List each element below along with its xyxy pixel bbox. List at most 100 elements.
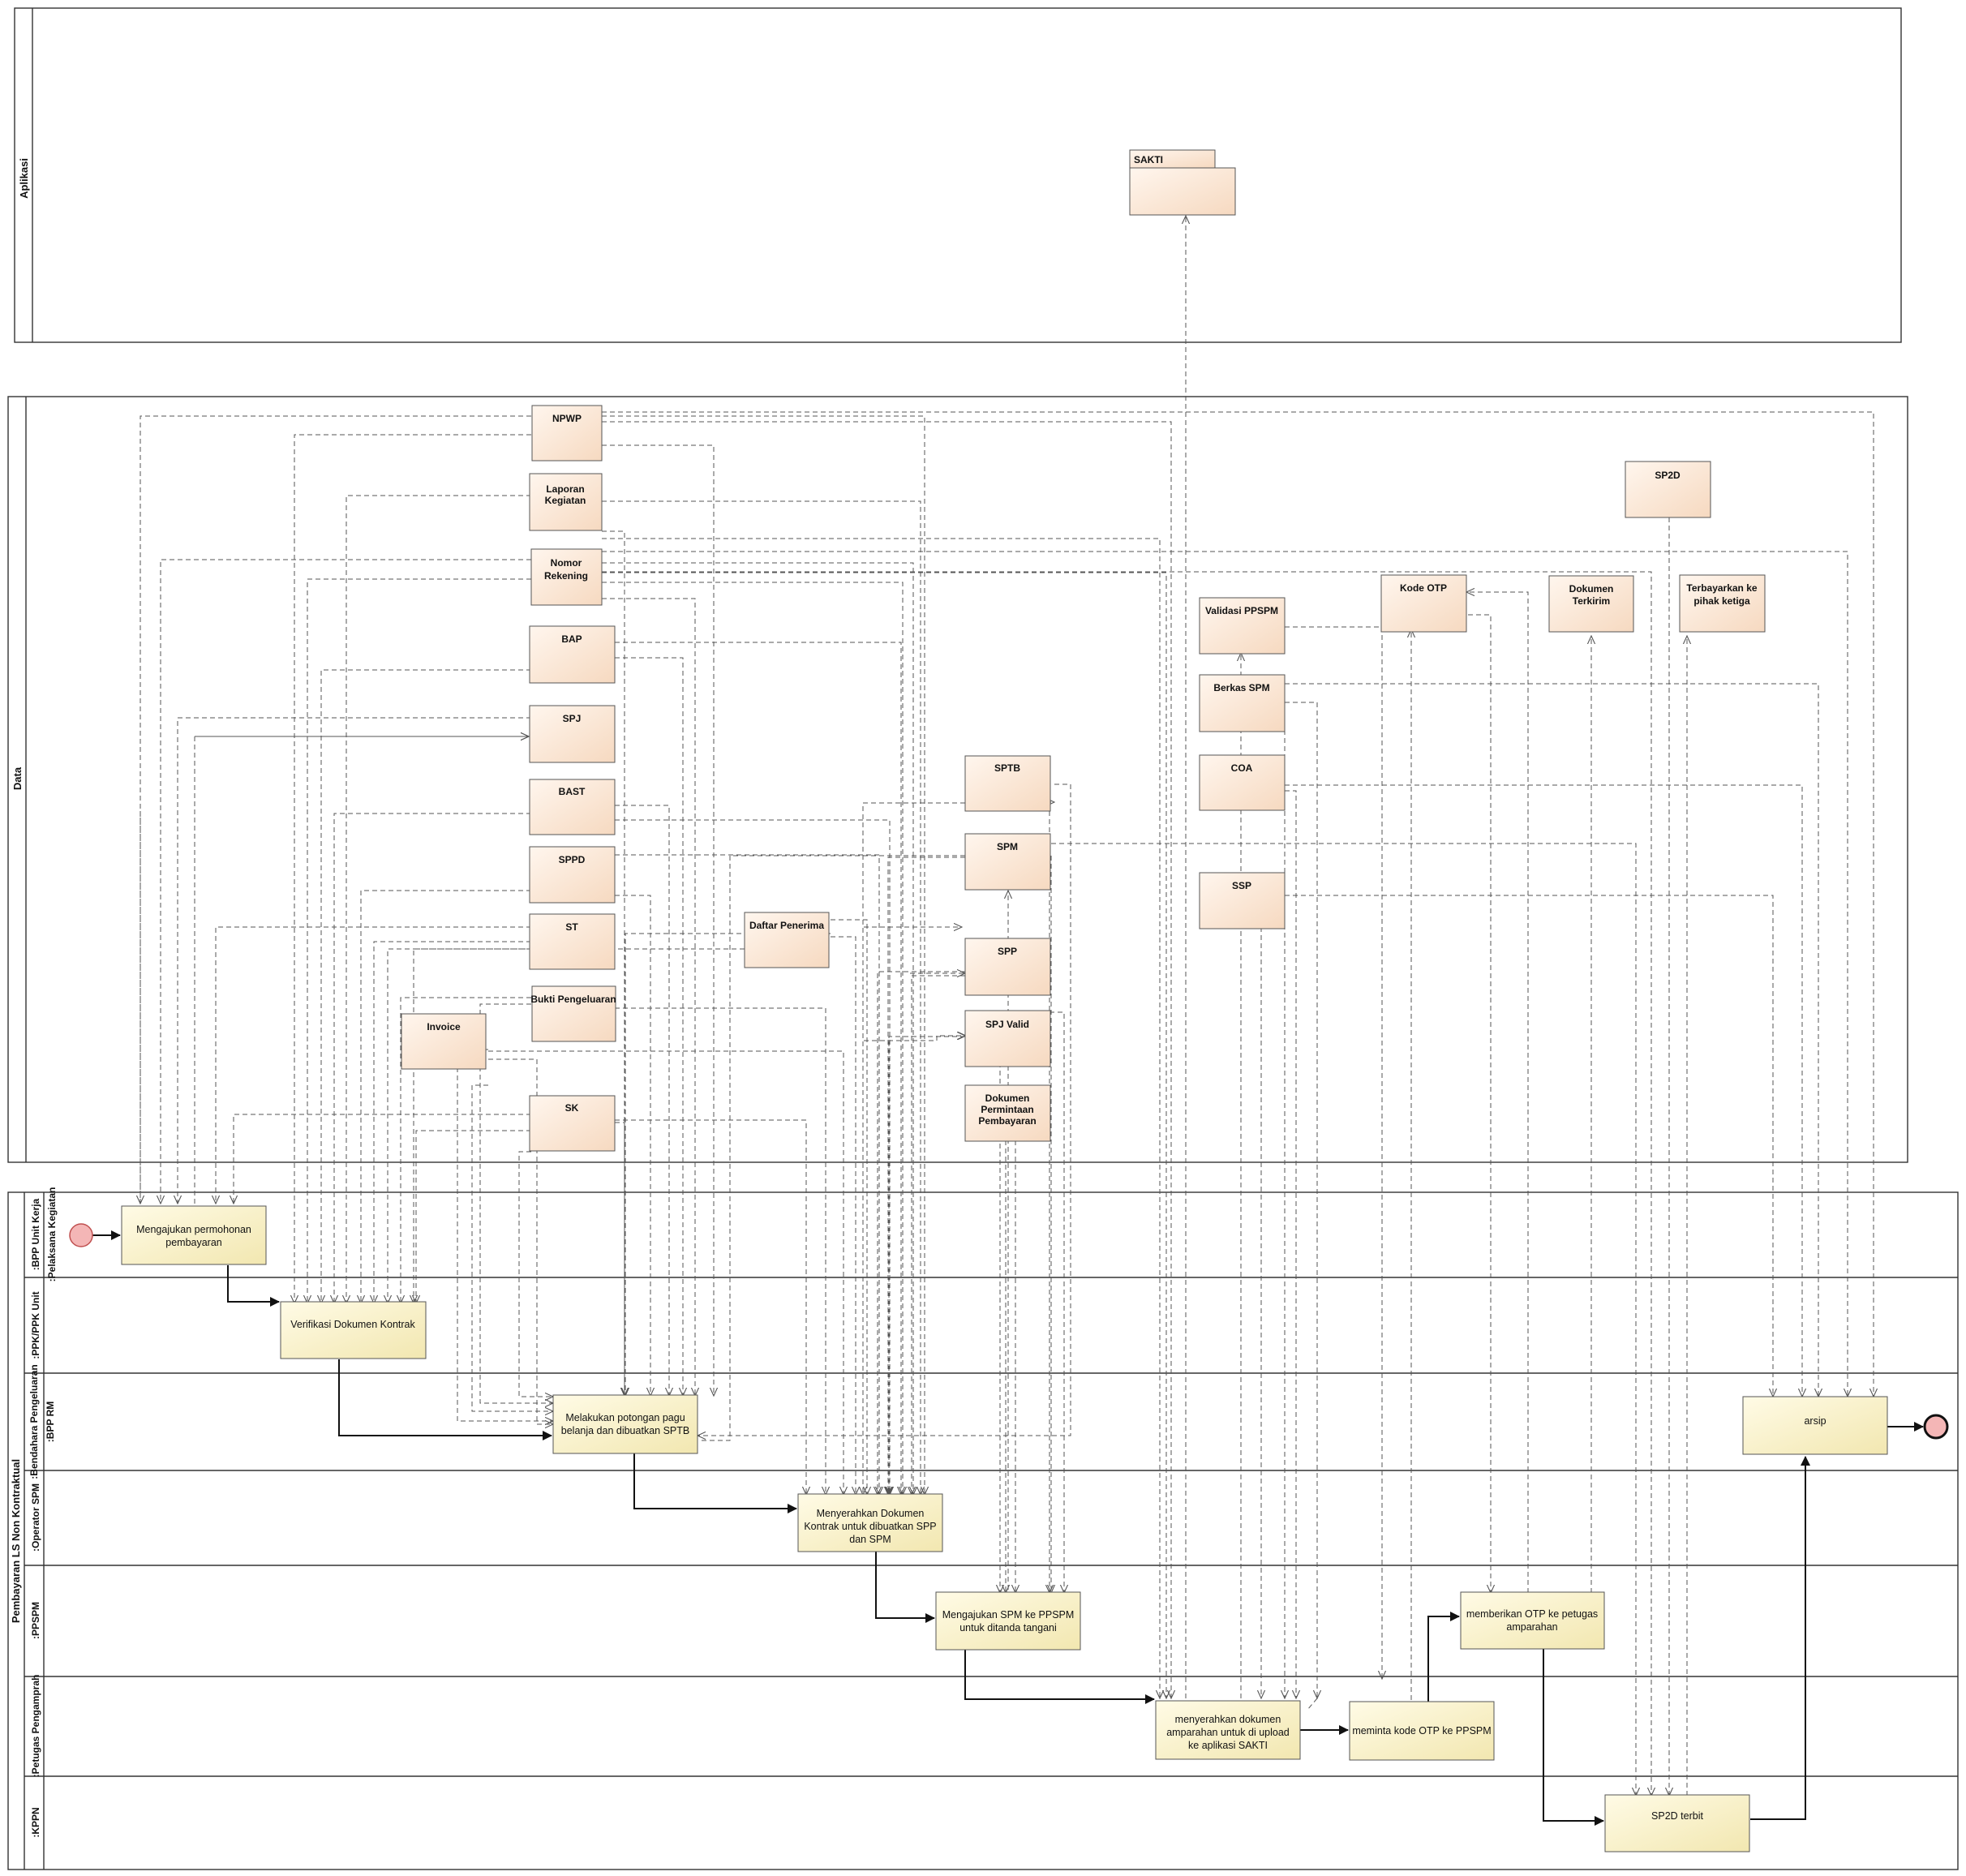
- artifact-terbayarkan-2: pihak ketiga: [1693, 595, 1750, 607]
- artifact-spj-valid-label: SPJ Valid: [985, 1019, 1029, 1030]
- activity-mengajukan-spm-line-1: Mengajukan SPM ke PPSPM: [942, 1609, 1075, 1621]
- artifact-nomor-label-1: Nomor: [551, 557, 582, 569]
- activity-verifikasi-dokumen[interactable]: Verifikasi Dokumen Kontrak: [280, 1301, 427, 1359]
- activity-sp2d-terbit[interactable]: SP2D terbit: [1604, 1794, 1750, 1852]
- artifact-sp2d-label: SP2D: [1655, 470, 1681, 481]
- artifact-spp-label: SPP: [998, 946, 1017, 957]
- artifact-invoice-label: Invoice: [427, 1021, 461, 1032]
- artifact-bukti-pengeluaran[interactable]: Bukti Pengeluaran: [530, 985, 616, 1042]
- artifact-coa[interactable]: COA: [1199, 754, 1286, 811]
- artifact-terbayarkan-1: Terbayarkan ke: [1686, 582, 1757, 594]
- artifact-sppd[interactable]: SPPD: [529, 846, 616, 904]
- activity-menyerahkan-amparahan[interactable]: menyerahkan dokumen amparahan untuk di u…: [1155, 1700, 1301, 1760]
- artifact-laporan-kegiatan[interactable]: Laporan Kegiatan: [529, 473, 603, 531]
- artifact-nomor-rekening[interactable]: Nomor Rekening: [530, 548, 603, 606]
- artifact-spj-valid[interactable]: SPJ Valid: [964, 1010, 1051, 1067]
- activity-melakukan-potongan[interactable]: Melakukan potongan pagu belanja dan dibu…: [552, 1394, 698, 1454]
- pool-aplikasi-label: Aplikasi: [18, 158, 30, 199]
- pool-process-label: Pembayaran LS Non Kontraktual: [10, 1459, 22, 1623]
- activity-meminta-otp[interactable]: meminta kode OTP ke PPSPM: [1349, 1701, 1495, 1761]
- lane-labels: :BPP Unit Kerja :Pelaksana Kegiatan :PPK…: [28, 1187, 58, 1838]
- artifact-spj-label: SPJ: [563, 713, 582, 724]
- artifact-dokumen-permintaan-2: Permintaan: [981, 1104, 1033, 1115]
- activity-sp2d-terbit-line-1: SP2D terbit: [1651, 1810, 1703, 1822]
- activity-amparahan-line-3: ke aplikasi SAKTI: [1188, 1740, 1268, 1751]
- artifact-berkas-spm[interactable]: Berkas SPM: [1199, 674, 1286, 732]
- artifact-sptb-label: SPTB: [994, 762, 1020, 774]
- artifact-st[interactable]: ST: [529, 913, 616, 970]
- lane-ppk-label: :PPK/PPK Unit: [30, 1291, 41, 1359]
- activity-menyerahkan-line-3: dan SPM: [849, 1534, 891, 1545]
- lane-bpp-sub: :Pelaksana Kegiatan: [46, 1187, 58, 1282]
- activity-mengajukan-spm-line-2: untuk ditanda tangani: [959, 1622, 1057, 1633]
- artifact-dokumen-permintaan[interactable]: Dokumen Permintaan Pembayaran: [964, 1084, 1051, 1142]
- artifact-sk[interactable]: SK: [529, 1095, 616, 1152]
- artifact-bast[interactable]: BAST: [529, 779, 616, 835]
- data-artifacts: NPWP Laporan Kegiatan Nomor Rekening BAP…: [401, 405, 1766, 1152]
- activity-menyerahkan-dokumen[interactable]: Menyerahkan Dokumen Kontrak untuk dibuat…: [797, 1493, 943, 1552]
- lane-kppn: :KPPN: [30, 1807, 41, 1837]
- activity-melakukan-line-2: belanja dan dibuatkan SPTB: [561, 1425, 689, 1436]
- sakti-package[interactable]: SAKTI: [1129, 149, 1236, 216]
- lane-bendahara-label: :Bendahara Pengeluaran: [28, 1364, 40, 1479]
- artifact-ssp-label: SSP: [1232, 880, 1251, 891]
- activity-mengajukan-line-2: pembayaran: [165, 1237, 222, 1248]
- lane-kppn-label: :KPPN: [30, 1807, 41, 1837]
- artifact-spj[interactable]: SPJ: [529, 705, 616, 763]
- artifact-kode-otp[interactable]: Kode OTP: [1380, 574, 1467, 633]
- pool-data-label: Data: [11, 766, 24, 790]
- end-event[interactable]: [1923, 1414, 1949, 1440]
- artifact-bast-label: BAST: [559, 786, 586, 797]
- lane-ppspm-label: :PPSPM: [30, 1602, 41, 1639]
- artifact-nomor-label-2: Rekening: [544, 570, 588, 582]
- artifact-coa-label: COA: [1231, 762, 1253, 774]
- sakti-label: SAKTI: [1134, 154, 1163, 165]
- artifact-npwp[interactable]: NPWP: [531, 405, 603, 461]
- artifact-ssp[interactable]: SSP: [1199, 872, 1286, 929]
- pool-data: Data: [7, 396, 1908, 1163]
- activity-meminta-otp-line-1: meminta kode OTP ke PPSPM: [1352, 1725, 1491, 1736]
- start-event[interactable]: [69, 1223, 93, 1247]
- lane-bendahara-sub: :BPP RM: [45, 1402, 56, 1442]
- activity-verifikasi-line-1: Verifikasi Dokumen Kontrak: [290, 1319, 415, 1330]
- artifact-spp[interactable]: SPP: [964, 938, 1051, 996]
- artifact-dokumen-permintaan-1: Dokumen: [985, 1093, 1030, 1104]
- artifact-berkas-label: Berkas SPM: [1213, 682, 1269, 693]
- artifact-spm-label: SPM: [997, 841, 1018, 852]
- activity-memberikan-otp[interactable]: memberikan OTP ke petugas amparahan: [1460, 1591, 1605, 1650]
- artifact-invoice[interactable]: Invoice: [401, 1013, 487, 1070]
- artifact-st-label: ST: [565, 921, 578, 933]
- pool-aplikasi: Aplikasi: [14, 7, 1902, 343]
- artifact-dokumen-terkirim[interactable]: Dokumen Terkirim: [1548, 575, 1634, 633]
- artifact-daftar-penerima[interactable]: Daftar Penerima: [744, 912, 830, 968]
- artifact-dokumen-terkirim-2: Terkirim: [1573, 595, 1610, 607]
- lane-ppspm: :PPSPM: [30, 1602, 41, 1639]
- artifact-terbayarkan[interactable]: Terbayarkan ke pihak ketiga: [1679, 574, 1766, 633]
- artifact-sptb[interactable]: SPTB: [964, 755, 1051, 812]
- artifact-validasi-ppspm[interactable]: Validasi PPSPM: [1199, 597, 1286, 655]
- artifact-bukti-label: Bukti Pengeluaran: [530, 994, 616, 1005]
- lane-operator: :Operator SPM: [30, 1483, 41, 1552]
- lane-petugas-label: :Petugas Pengamprah: [30, 1675, 41, 1778]
- artifact-kode-otp-label: Kode OTP: [1400, 582, 1447, 594]
- artifact-laporan-label-2: Kegiatan: [545, 495, 586, 506]
- lane-bpp-label: :BPP Unit Kerja: [30, 1198, 41, 1270]
- artifact-dokumen-terkirim-1: Dokumen: [1569, 583, 1614, 595]
- lane-bendahara: :Bendahara Pengeluaran :BPP RM: [28, 1364, 56, 1479]
- association-lines: [140, 216, 1874, 1796]
- activity-amparahan-line-1: menyerahkan dokumen: [1175, 1714, 1281, 1725]
- artifact-spm[interactable]: SPM: [964, 833, 1051, 891]
- artifact-sp2d[interactable]: SP2D: [1625, 461, 1711, 518]
- activity-mengajukan-spm[interactable]: Mengajukan SPM ke PPSPM untuk ditanda ta…: [935, 1591, 1081, 1651]
- artifact-bap[interactable]: BAP: [529, 625, 616, 684]
- sequence-flows: [90, 1230, 1924, 1826]
- activity-mengajukan-permohonan[interactable]: Mengajukan permohonan pembayaran: [121, 1205, 267, 1265]
- activities: Mengajukan permohonan pembayaran Verifik…: [121, 1205, 1888, 1852]
- artifact-npwp-label: NPWP: [552, 413, 582, 424]
- activity-arsip[interactable]: arsip: [1742, 1396, 1888, 1455]
- artifact-sppd-label: SPPD: [559, 854, 586, 865]
- activity-menyerahkan-line-2: Kontrak untuk dibuatkan SPP: [804, 1521, 936, 1532]
- activity-memberikan-otp-line-1: memberikan OTP ke petugas: [1466, 1608, 1598, 1620]
- lane-bpp: :BPP Unit Kerja :Pelaksana Kegiatan: [30, 1187, 58, 1282]
